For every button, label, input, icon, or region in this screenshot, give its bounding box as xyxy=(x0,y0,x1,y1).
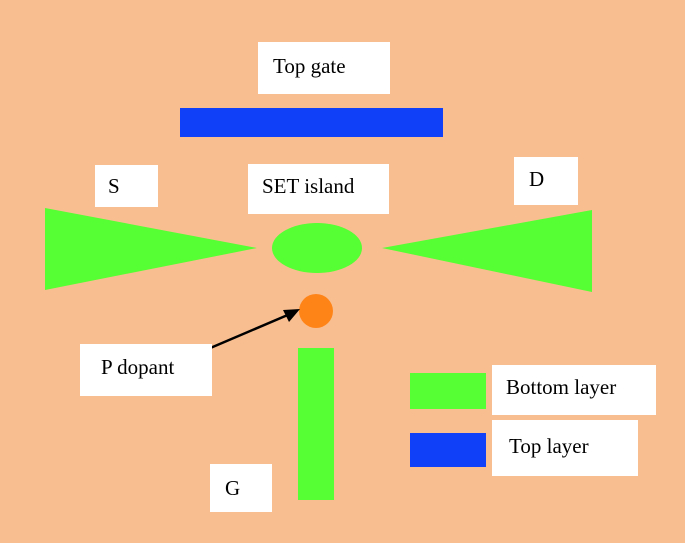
legend-label-bottom-layer: Bottom layer xyxy=(492,365,656,415)
legend-label-top-layer: Top layer xyxy=(492,420,638,476)
gate-label: G xyxy=(210,464,272,512)
source-label: S xyxy=(95,165,158,207)
legend-label-bottom-layer-text: Bottom layer xyxy=(506,375,617,399)
drain-label-text: D xyxy=(529,167,545,191)
legend-swatch-top-layer xyxy=(410,433,486,467)
source-lead xyxy=(45,208,257,290)
gate-label-text: G xyxy=(225,476,241,500)
drain-lead xyxy=(382,210,592,292)
drain-label: D xyxy=(514,157,578,205)
p-dopant-label-text: P dopant xyxy=(101,355,175,379)
legend-swatch-bottom-layer xyxy=(410,373,486,409)
top-gate-label: Top gate xyxy=(258,42,390,94)
set-island-label: SET island xyxy=(248,164,389,214)
source-label-text: S xyxy=(108,174,120,198)
side-gate-bar xyxy=(298,348,334,500)
top-gate-bar xyxy=(180,108,443,137)
top-gate-label-text: Top gate xyxy=(273,54,346,78)
dopant-arrow xyxy=(207,312,291,351)
set-island-shape xyxy=(272,223,362,273)
p-dopant-label: P dopant xyxy=(80,344,212,396)
dopant-arrowhead xyxy=(283,309,300,322)
legend-label-top-layer-text: Top layer xyxy=(509,434,589,458)
p-dopant-dot xyxy=(299,294,333,328)
set-island-label-text: SET island xyxy=(262,174,355,198)
